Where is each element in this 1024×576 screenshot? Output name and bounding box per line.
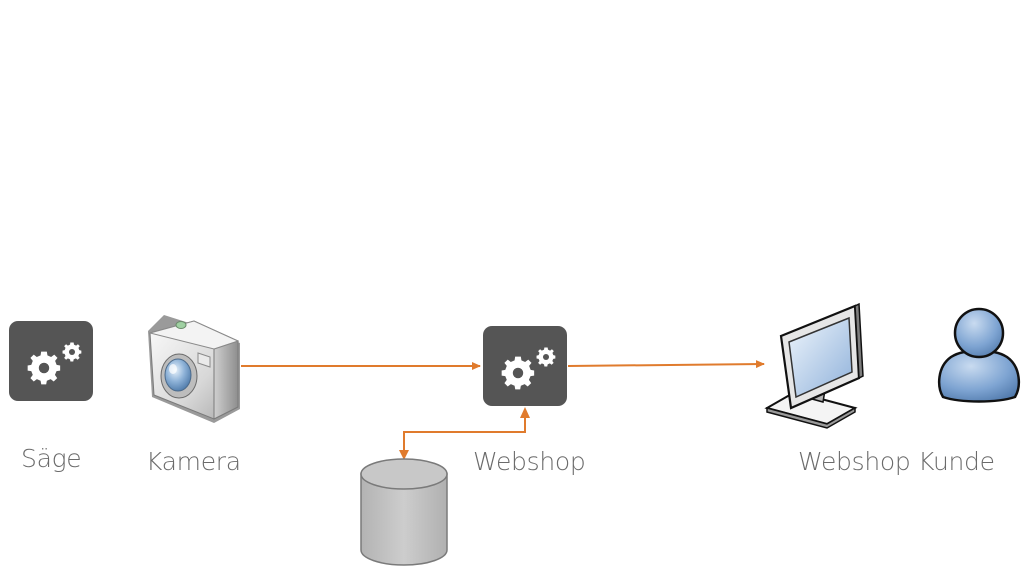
user-icon [937, 307, 1021, 403]
kunde-label: Kunde [918, 447, 995, 476]
monitor-label: Webshop [798, 447, 911, 476]
connector-webshop-database [399, 407, 530, 460]
webshop-label: Webshop [473, 447, 586, 476]
monitor-and-customer-labels: Webshop Kunde [798, 447, 995, 476]
database-cylinder-icon [360, 458, 448, 566]
camera-icon [148, 315, 240, 423]
saege-label: Säge [21, 444, 82, 473]
kamera-label: Kamera [146, 447, 241, 476]
connector-webshop-monitor [567, 360, 765, 369]
gears-process-icon [9, 321, 93, 401]
monitor-icon [764, 302, 864, 429]
gears-process-icon [483, 326, 567, 406]
